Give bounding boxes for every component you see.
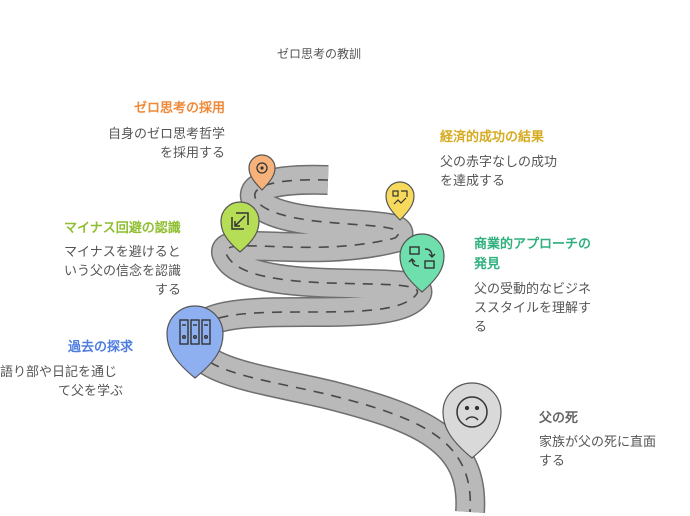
step-3-desc-line: いう父の信念を認識 <box>64 264 182 279</box>
step-2-desc-line: を達成する <box>440 174 506 189</box>
badge-icon <box>256 162 268 174</box>
binders-icon <box>179 319 211 345</box>
step-4-desc-line: 父の受動的なビジネ <box>474 282 592 297</box>
step-6-description: 家族が父の死に直面 する <box>539 433 656 471</box>
pin-marker <box>220 201 260 253</box>
step-6-desc-line: する <box>539 454 566 469</box>
arrow-box-icon <box>231 212 249 230</box>
step-3-desc-line: する <box>155 283 182 298</box>
step-5-desc-line: て父を学ぶ <box>58 384 124 399</box>
chart-money-icon <box>392 190 408 205</box>
step-5-desc-line: 語り部や日記を通じ <box>0 365 118 380</box>
diagram-title: ゼロ思考の教訓 <box>277 47 362 61</box>
step-2-desc-line: 父の赤字なしの成功 <box>440 155 558 170</box>
pin-marker <box>442 382 502 459</box>
step-4-desc-line: ススタイルを理解す <box>474 301 592 316</box>
step-2-description: 父の赤字なしの成功 を達成する <box>440 153 557 191</box>
pin-step-2 <box>385 181 415 221</box>
step-4-heading: 商業的アプローチの 発見 <box>474 235 591 275</box>
pin-step-5 <box>166 305 224 379</box>
step-4-heading-line: 発見 <box>474 257 501 272</box>
pin-marker <box>166 305 224 379</box>
pin-step-4 <box>399 233 445 293</box>
step-1-desc-line: を採用する <box>159 146 225 161</box>
road-center-line <box>194 178 472 513</box>
step-3-heading: マイナス回避の認識 <box>64 221 181 236</box>
step-3-desc-line: マイナスを避けると <box>64 245 181 260</box>
step-6-desc-line: 家族が父の死に直面 <box>539 435 657 450</box>
step-4-description: 父の受動的なビジネ ススタイルを理解す る <box>474 280 591 337</box>
step-5-heading: 過去の探求 <box>68 340 134 355</box>
step-1-description: 自身のゼロ思考哲学 を採用する <box>108 125 225 163</box>
pin-marker <box>399 233 445 293</box>
pin-step-1 <box>248 154 276 191</box>
exchange-icon <box>408 246 436 269</box>
step-1-heading: ゼロ思考の採用 <box>133 101 225 116</box>
step-5-description: 語り部や日記を通じ て父を学ぶ <box>0 363 123 401</box>
step-4-desc-line: る <box>474 320 488 335</box>
pin-step-6 <box>442 382 502 459</box>
step-3-description: マイナスを避けると いう父の信念を認識 する <box>64 243 181 300</box>
step-2-heading: 経済的成功の結果 <box>440 130 545 145</box>
pin-step-3 <box>220 201 260 253</box>
step-4-heading-line: 商業的アプローチの <box>474 237 592 252</box>
step-6-heading: 父の死 <box>539 411 579 426</box>
sad-face-icon <box>456 396 488 428</box>
step-1-desc-line: 自身のゼロ思考哲学 <box>107 127 225 142</box>
